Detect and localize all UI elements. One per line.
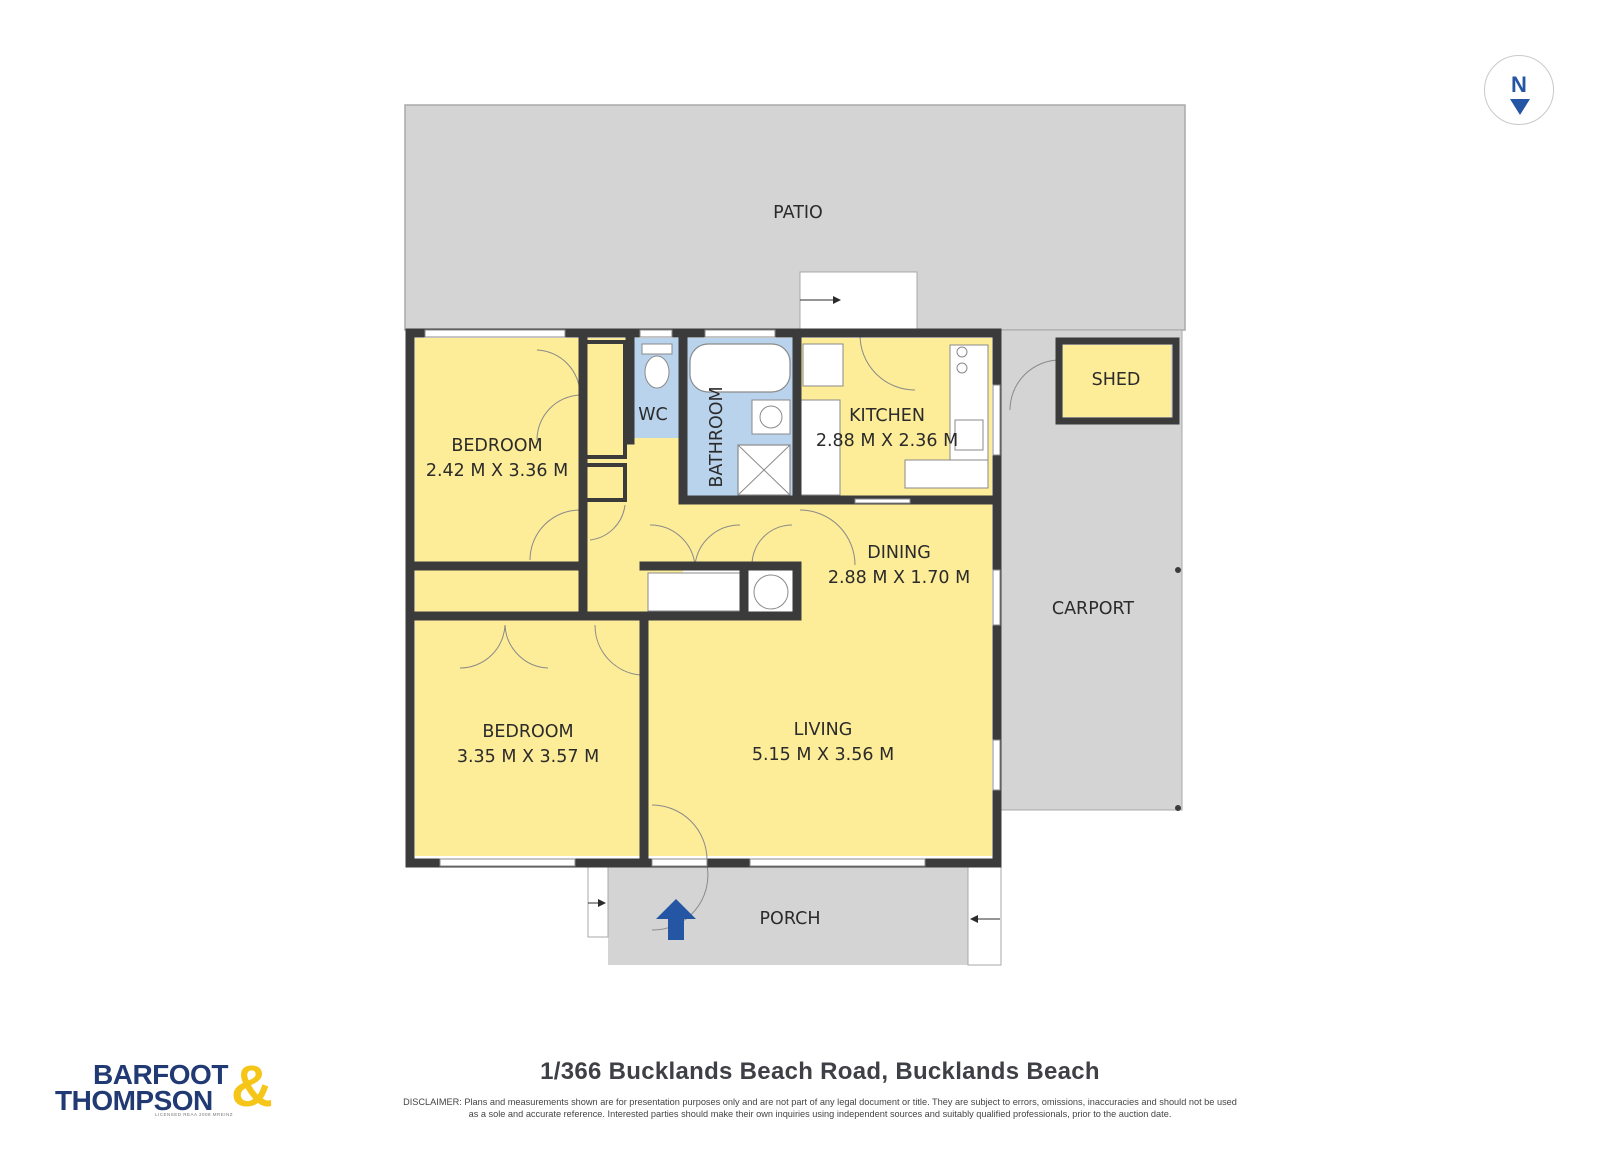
door-swing-cylinder	[751, 524, 793, 566]
kitchen-bench-bottom	[904, 459, 989, 489]
toilet-cistern	[641, 343, 673, 355]
door-swing-front	[651, 804, 708, 861]
compass-letter: N	[1511, 72, 1527, 97]
disclaimer-line-2: as a sole and accurate reference. Intere…	[468, 1109, 1172, 1119]
bedroom1-size: 2.42 M X 3.36 M	[426, 461, 568, 481]
dining-area	[797, 500, 992, 620]
porch-right-arrow-icon	[970, 915, 978, 923]
compass: N	[1484, 55, 1554, 125]
porch-step-right	[967, 861, 1002, 966]
logo-ampersand: &	[231, 1054, 273, 1119]
hall2-area	[640, 500, 797, 566]
property-address: 1/366 Bucklands Beach Road, Bucklands Be…	[540, 1058, 1100, 1085]
toilet-bowl	[644, 355, 670, 389]
door-swing-cupboard-2	[694, 524, 741, 566]
linen-area	[415, 570, 583, 616]
hall-cupboard	[647, 572, 741, 612]
door-swing-kitchen	[859, 334, 916, 391]
door-swing-shed	[1009, 359, 1061, 411]
wc-label: WC	[638, 405, 668, 425]
door-swing-bed2-2	[504, 624, 549, 669]
patio-door-arrow-icon	[833, 296, 841, 304]
patio-label: PATIO	[773, 203, 823, 223]
porch-left-arrow-icon	[598, 899, 606, 907]
wardrobe-bed1	[583, 340, 627, 459]
door-swing-bed1-3	[529, 509, 581, 561]
dining-label: DINING	[867, 543, 931, 563]
north-arrow-icon	[1510, 99, 1530, 115]
bathroom-label: BATHROOM	[707, 386, 727, 487]
door-swing-cupboard-1	[649, 524, 696, 566]
bedroom2-area	[415, 616, 640, 856]
dining-size: 2.88 M X 1.70 M	[828, 568, 970, 588]
carport-post-1	[1175, 567, 1181, 573]
shed-area	[1063, 345, 1171, 417]
shed-label: SHED	[1092, 370, 1141, 390]
hob-burner-2	[956, 362, 968, 374]
door-swing-bed2-1	[459, 624, 506, 669]
door-swing-dining	[799, 509, 856, 566]
bedroom2-label: BEDROOM	[482, 722, 573, 742]
living-area	[648, 616, 992, 856]
door-swing-front-2	[651, 864, 709, 931]
shower-cross-2	[737, 444, 791, 496]
logo-line-1: BARFOOT	[93, 1059, 228, 1090]
bedroom1-label: BEDROOM	[451, 436, 542, 456]
kitchen-sink	[954, 419, 984, 451]
disclaimer-line-1: DISCLAIMER: Plans and measurements shown…	[403, 1097, 1237, 1107]
pantry	[799, 399, 841, 496]
hot-water-cylinder	[753, 574, 789, 610]
windows	[424, 329, 1001, 867]
patio-step	[799, 271, 918, 331]
brand-logo: BARFOOT THOMPSON & LICENSED REAA 2008 MR…	[55, 1054, 285, 1119]
kitchen-label: KITCHEN	[849, 406, 925, 426]
logo-licence: LICENSED REAA 2008 MREINZ	[155, 1112, 234, 1117]
kitchen-bench	[949, 344, 989, 476]
bedroom2-size: 3.35 M X 3.57 M	[457, 747, 599, 767]
kitchen-size: 2.88 M X 2.36 M	[816, 431, 958, 451]
bedroom1-area	[415, 338, 583, 564]
door-swing-bed2-3	[594, 624, 641, 676]
living-size: 5.15 M X 3.56 M	[752, 745, 894, 765]
bathtub	[689, 343, 791, 393]
porch-label: PORCH	[760, 909, 821, 929]
hob-burner-1	[956, 346, 968, 358]
door-swing-hall	[589, 504, 626, 541]
wardrobe-bed1-small	[583, 463, 627, 502]
shed-walls	[1055, 337, 1180, 425]
basin	[759, 405, 783, 429]
living-label: LIVING	[794, 720, 853, 740]
patio-area	[405, 105, 1185, 330]
carport-post-2	[1175, 805, 1181, 811]
carport-label: CARPORT	[1052, 599, 1135, 619]
door-swing-bed1-2	[536, 394, 581, 441]
fridge-space	[802, 343, 844, 387]
disclaimer: DISCLAIMER: Plans and measurements shown…	[330, 1096, 1310, 1120]
entry-arrow-icon	[656, 899, 696, 940]
logo-line-2: THOMPSON	[55, 1085, 213, 1116]
